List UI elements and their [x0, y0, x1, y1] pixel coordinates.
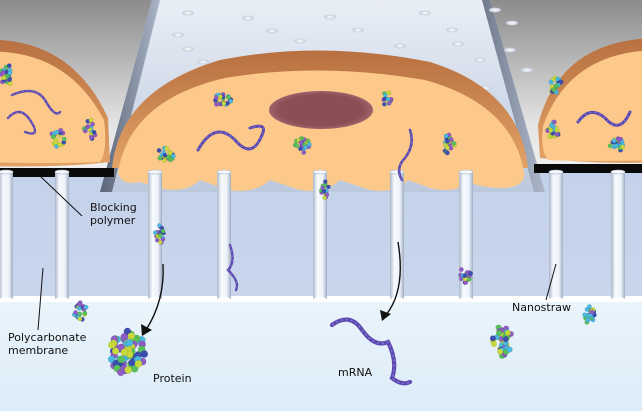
label-polycarbonate-membrane: Polycarbonate membrane [8, 331, 87, 357]
protein-molecule [442, 132, 458, 156]
protein-molecule [381, 90, 394, 107]
pore [182, 10, 194, 16]
rna-strand [196, 124, 265, 152]
label-protein: Protein [153, 372, 192, 385]
rna-strand [226, 243, 239, 292]
pore [489, 7, 501, 13]
pore [474, 57, 486, 63]
blocking-polymer-right [534, 164, 642, 173]
leader-blocking-polymer [39, 175, 83, 217]
label-nanostraw: Nanostraw [512, 301, 571, 314]
rna-strand [6, 110, 37, 135]
nanostraw [547, 169, 565, 300]
protein-molecule [545, 119, 561, 139]
pore [324, 14, 336, 20]
pore [294, 38, 306, 44]
pore [197, 59, 209, 65]
nanostraw [311, 169, 329, 300]
rna-strand [397, 128, 413, 182]
pore [419, 10, 431, 16]
channel-wall-left [100, 0, 160, 192]
proteins [0, 63, 626, 377]
leader-nanostraw [545, 263, 557, 301]
arrow-protein-path [145, 263, 164, 331]
arrow-mrna-head [380, 310, 391, 321]
protein-molecule [81, 117, 98, 141]
protein-molecule [0, 63, 13, 87]
cell-center [112, 50, 528, 191]
pore [172, 32, 184, 38]
pore [446, 27, 458, 33]
nanostraw [0, 169, 15, 300]
annotations [37, 175, 557, 336]
nanostraw [215, 169, 233, 300]
pore [452, 41, 464, 47]
rna-strand [10, 89, 62, 115]
leader-polycarbonate-membrane [37, 267, 44, 331]
protein-molecule [71, 300, 89, 322]
protein-molecule [607, 136, 626, 153]
protein-molecule [548, 75, 564, 95]
pore [521, 67, 533, 73]
protein-molecule [319, 179, 331, 200]
pore [242, 15, 254, 21]
rna-strands [6, 89, 632, 386]
pore [266, 28, 278, 34]
cell-left [0, 40, 110, 167]
protein-molecule [49, 127, 67, 149]
channel-wall-right [482, 0, 545, 192]
protein-molecule [582, 304, 597, 325]
mrna-molecule [329, 317, 413, 386]
pore [506, 20, 518, 26]
label-blocking-polymer: Blocking polymer [90, 201, 137, 227]
protein-molecule [107, 327, 149, 377]
nanostraw [609, 169, 627, 300]
protein-molecule [213, 92, 234, 107]
channel-pores [172, 7, 533, 91]
pore [504, 47, 516, 53]
nanostraws [0, 169, 627, 300]
arrow-protein-head [141, 324, 152, 336]
nanostraw [388, 169, 406, 300]
protein-molecule [156, 145, 176, 163]
rna-strand [576, 110, 632, 127]
nucleus [269, 91, 373, 129]
cell-right [538, 38, 642, 163]
protein-molecule [152, 223, 166, 245]
nanostraw [53, 169, 71, 300]
arrow-mrna-path [385, 241, 401, 316]
pore [182, 46, 194, 52]
pore [352, 27, 364, 33]
protein-molecule [458, 267, 473, 285]
protein-molecule [292, 136, 312, 155]
pore [394, 43, 406, 49]
protein-molecule [489, 324, 514, 359]
label-mrna: mRNA [338, 366, 373, 379]
